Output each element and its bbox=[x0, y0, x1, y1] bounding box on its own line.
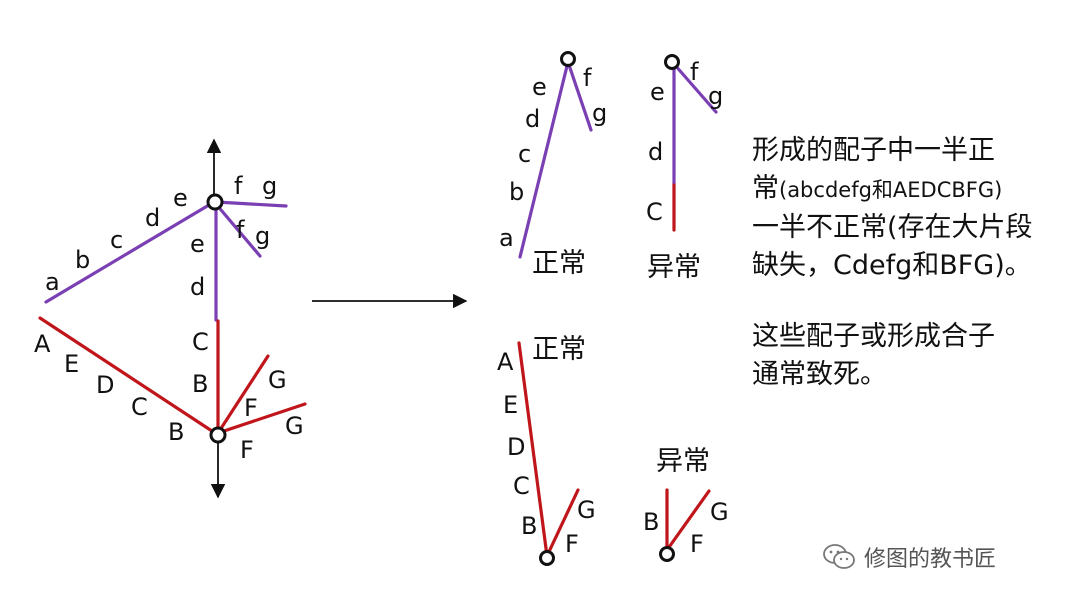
note-text: (abcdefg和AEDCBFG) bbox=[779, 178, 1003, 202]
gene-label: D bbox=[507, 433, 525, 461]
gene-label: e bbox=[173, 184, 188, 212]
note-line: 缺失，Cdefg和BFG)。 bbox=[752, 250, 1032, 281]
gene-label: g bbox=[708, 82, 723, 110]
gene-label: e bbox=[532, 73, 547, 101]
gene-label: G bbox=[577, 496, 596, 524]
gamete-bottom-normal-short bbox=[545, 488, 580, 558]
gamete-bottom-normal-long bbox=[517, 341, 549, 558]
gene-label: f bbox=[234, 172, 243, 200]
gene-label: f bbox=[690, 58, 699, 86]
note-line: 形成的配子中一半正 bbox=[752, 135, 995, 166]
gamete-top-abnormal-short bbox=[672, 62, 718, 114]
gene-label: g bbox=[592, 99, 607, 127]
gene-label: e bbox=[650, 78, 665, 106]
gene-label: G bbox=[710, 498, 729, 526]
gene-label: d bbox=[190, 273, 205, 301]
gene-label: D bbox=[96, 371, 114, 399]
normal-label: 正常 bbox=[532, 248, 586, 279]
gene-label: b bbox=[75, 246, 90, 274]
centromere bbox=[664, 54, 680, 70]
gene-label: g bbox=[255, 222, 270, 250]
top-centromere bbox=[206, 193, 224, 211]
gene-label: F bbox=[690, 530, 704, 558]
gene-label: F bbox=[565, 530, 579, 558]
gene-label: e bbox=[190, 230, 205, 258]
gene-label: B bbox=[192, 370, 208, 398]
purple-arm-right bbox=[214, 200, 288, 208]
centromere bbox=[539, 550, 555, 566]
normal-label: 正常 bbox=[532, 334, 586, 365]
gene-label: f bbox=[583, 64, 592, 92]
watermark: 修图的教书匠 bbox=[822, 541, 996, 573]
gene-label: F bbox=[244, 394, 258, 422]
gene-label: B bbox=[643, 508, 659, 536]
gene-label: C bbox=[513, 472, 530, 500]
purple-arm-diag bbox=[214, 202, 262, 258]
red-arm-upright bbox=[216, 354, 270, 435]
gene-label: E bbox=[503, 391, 518, 419]
bottom-centromere bbox=[209, 426, 227, 444]
gene-label: E bbox=[64, 350, 79, 378]
gene-label: C bbox=[192, 328, 209, 356]
gene-label: C bbox=[646, 198, 663, 226]
note-line: 通常致死。 bbox=[752, 359, 887, 390]
note-line: 一半不正常(存在大片段 bbox=[752, 212, 1033, 243]
gene-label: g bbox=[262, 172, 277, 200]
gene-label: B bbox=[168, 418, 184, 446]
gene-label: G bbox=[268, 366, 287, 394]
gamete-top-normal-short bbox=[566, 60, 593, 132]
gene-label: C bbox=[131, 393, 148, 421]
gamete-bottom-abnormal-right bbox=[665, 489, 711, 552]
gene-label: d bbox=[145, 204, 160, 232]
note-line: 常(abcdefg和AEDCBFG) bbox=[752, 170, 1033, 209]
gene-label: f bbox=[236, 216, 245, 244]
gene-label: d bbox=[648, 138, 663, 166]
gene-label: F bbox=[240, 436, 254, 464]
gene-label: c bbox=[110, 226, 123, 254]
gene-label: d bbox=[525, 105, 540, 133]
gene-label: a bbox=[45, 268, 60, 296]
gene-label: G bbox=[285, 412, 304, 440]
gene-label: a bbox=[499, 224, 514, 252]
explanation-note: 形成的配子中一半正 常(abcdefg和AEDCBFG) 一半不正常(存在大片段… bbox=[752, 132, 1033, 285]
gamete-top-normal-long bbox=[518, 60, 570, 259]
centromere bbox=[560, 51, 576, 67]
lethality-note: 这些配子或形成合子 通常致死。 bbox=[752, 318, 995, 394]
red-arm-right bbox=[216, 402, 307, 435]
gene-label: A bbox=[497, 348, 514, 376]
red-arm-left bbox=[38, 316, 220, 437]
abnormal-label: 异常 bbox=[647, 252, 701, 283]
centromere bbox=[659, 546, 675, 562]
watermark-text: 修图的教书匠 bbox=[864, 547, 997, 572]
gene-label: B bbox=[521, 512, 537, 540]
purple-arm-left bbox=[44, 200, 216, 304]
gene-label: b bbox=[509, 178, 524, 206]
gene-label: A bbox=[34, 330, 51, 358]
wechat-icon bbox=[823, 544, 855, 569]
note-text: 常 bbox=[752, 173, 779, 204]
abnormal-label: 异常 bbox=[656, 446, 710, 477]
gene-label: c bbox=[518, 140, 531, 168]
note-line: 这些配子或形成合子 bbox=[752, 321, 995, 352]
